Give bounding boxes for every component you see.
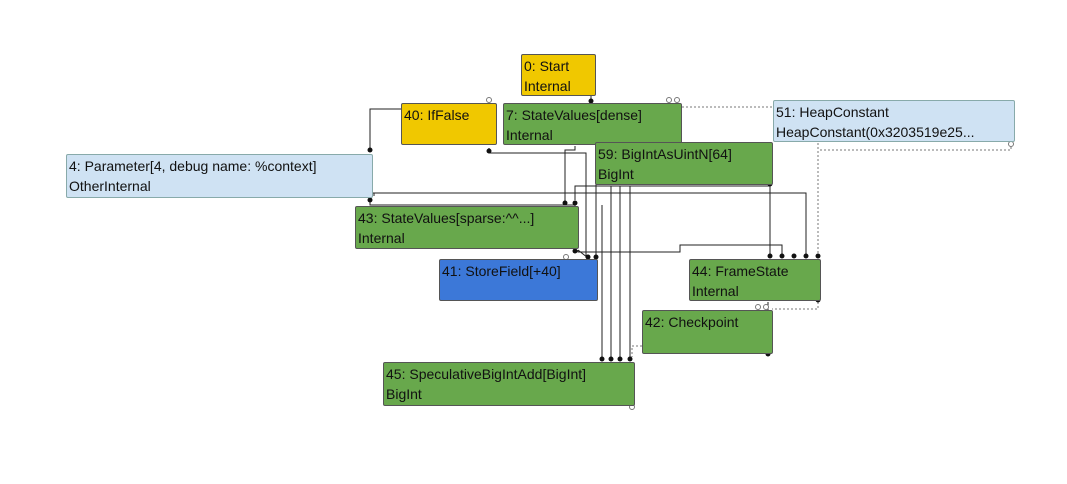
input-port-dot [367,197,373,203]
node-title: 40: IfFalse [404,107,470,123]
input-port-dot [791,253,797,259]
node-statevalues-dense[interactable]: 7: StateValues[dense] Internal [503,103,682,145]
output-port-ring [763,304,769,310]
input-port-dot [486,148,492,154]
input-port-dot [767,253,773,259]
dashed-edge-42-to-45 [631,345,642,357]
input-port-dot [572,200,578,206]
node-checkpoint[interactable]: 42: Checkpoint [642,310,773,354]
output-port-ring [674,97,680,103]
node-title: 51: HeapConstant [776,104,889,120]
node-subtitle: BigInt [598,166,634,182]
node-title: 44: FrameState [692,263,789,279]
dashed-edge-51-to-44b [818,143,1012,151]
node-statevalues-sparse[interactable]: 43: StateValues[sparse:^^...] Internal [355,206,579,249]
node-bigintasuintn[interactable]: 59: BigIntAsUintN[64] BigInt [595,142,773,185]
node-iffalse[interactable]: 40: IfFalse [401,103,497,145]
node-heapconstant[interactable]: 51: HeapConstant HeapConstant(0x3203519e… [773,100,1015,142]
node-title: 59: BigIntAsUintN[64] [598,146,732,162]
node-framestate[interactable]: 44: FrameState Internal [689,259,821,301]
node-speculativebigintadd[interactable]: 45: SpeculativeBigIntAdd[BigInt] BigInt [383,362,635,406]
input-port-dot [572,248,578,254]
node-subtitle: HeapConstant(0x3203519e25... [776,124,975,140]
node-title: 42: Checkpoint [645,314,739,330]
node-parameter[interactable]: 4: Parameter[4, debug name: %context] Ot… [66,154,373,198]
node-subtitle: Internal [358,230,405,246]
input-port-dot [627,356,633,362]
node-subtitle: Internal [506,127,553,143]
edge-ifFalse-to-param [369,108,402,150]
node-subtitle: OtherInternal [69,178,151,194]
input-port-dot [803,253,809,259]
input-port-dot [562,200,568,206]
input-port-dot [367,147,373,153]
node-storefield[interactable]: 41: StoreField[+40] [439,259,598,301]
node-subtitle: BigInt [386,386,422,402]
output-port-ring [666,97,672,103]
input-port-dot [779,253,785,259]
edge-59-to-43 [574,185,770,200]
node-title: 0: Start [524,58,570,74]
node-title: 7: StateValues[dense] [506,107,642,123]
node-title: 43: StateValues[sparse:^^...] [358,210,535,226]
dashed-edge-44-to-42 [772,302,819,310]
input-port-dot [593,254,599,260]
node-title: 4: Parameter[4, debug name: %context] [69,158,317,174]
output-port-ring [1008,141,1014,147]
edge-7-to-43 [564,146,576,205]
edge-43-to-44 [577,244,783,258]
edge-param-to-44c [374,192,807,258]
output-port-ring [486,97,492,103]
input-port-dot [815,253,821,259]
node-subtitle: Internal [524,78,571,94]
node-subtitle: Internal [692,283,739,299]
node-start[interactable]: 0: Start Internal [521,54,596,96]
input-port-dot [608,356,614,362]
output-port-ring [755,304,761,310]
input-port-dot [599,356,605,362]
input-port-dot [588,98,594,104]
node-title: 41: StoreField[+40] [442,263,561,279]
input-port-dot [585,254,591,260]
node-title: 45: SpeculativeBigIntAdd[BigInt] [386,366,587,382]
input-port-dot [617,356,623,362]
